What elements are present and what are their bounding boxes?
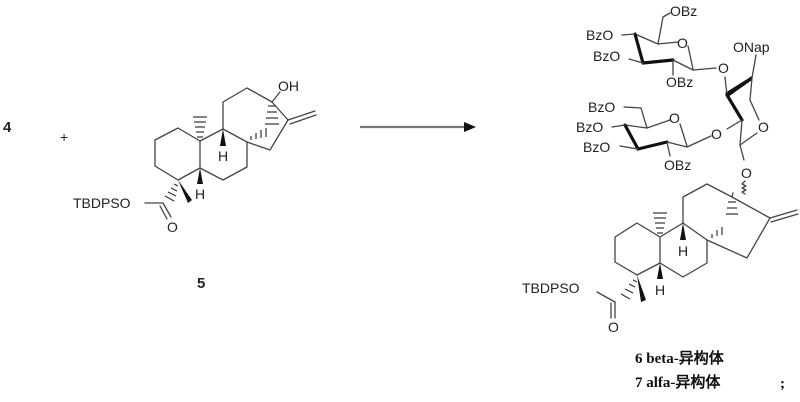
top-ring-o: O (677, 35, 688, 51)
bottom-glucose-ring: O O BzO BzO BzO OBz (576, 99, 722, 173)
bottom-c6-bzo: BzO (588, 99, 615, 115)
product-tbdpso: TBDPSO (522, 280, 580, 296)
h-c5-label: H (195, 186, 205, 202)
aglycone-skeleton: H H O TBDPSO (522, 183, 799, 335)
product-structure: OBz O BzO BzO OBz O ONap O O (522, 3, 799, 335)
product-carbonyl-o: O (608, 319, 619, 335)
top-c6-obz: OBz (670, 3, 697, 19)
bottom-c3-bzo: BzO (583, 139, 610, 155)
central-onap: ONap (733, 39, 770, 55)
isomer-7-text: alfa-异构体 (646, 373, 721, 391)
bridge-hash-bonds (250, 105, 279, 140)
top-glucose-ring: OBz O BzO BzO OBz O (586, 3, 729, 90)
product-h-c5: H (655, 282, 665, 298)
reaction-arrow (360, 122, 476, 132)
bottom-c4-bzo: BzO (576, 119, 603, 135)
isomer-6-label: 6 beta-异构体 (635, 349, 725, 367)
h-c9-label: H (218, 148, 228, 164)
central-ring-o: O (758, 119, 769, 135)
isomer-7-label: 7 alfa-异构体 (635, 373, 721, 391)
c10-methyl-hash (193, 116, 207, 138)
product-h-c9: H (678, 243, 688, 259)
compound-4-label: 4 (3, 119, 12, 136)
bottom-ring-o: O (669, 110, 680, 126)
carbonyl-oxygen-label: O (167, 219, 178, 235)
top-glyco-o: O (718, 60, 729, 76)
central-anomeric-o: O (741, 165, 752, 181)
isomer-7-number: 7 (635, 375, 643, 391)
c4-ester-hash (164, 183, 179, 202)
top-c3-bzo: BzO (593, 48, 620, 64)
bottom-glyco-o: O (711, 126, 722, 142)
bottom-c2-obz: OBz (664, 157, 691, 173)
plus-sign: + (60, 129, 68, 145)
isomer-labels: 6 beta-异构体 7 alfa-异构体 ; (635, 349, 785, 392)
tbdpso-label: TBDPSO (73, 195, 131, 211)
top-c4-bzo: BzO (586, 27, 613, 43)
central-sugar-ring: ONap O O (724, 39, 770, 195)
isomer-6-text: beta-异构体 (646, 349, 724, 367)
isomer-6-number: 6 (635, 351, 643, 367)
top-c2-obz: OBz (666, 74, 693, 90)
compound-5-label: 5 (197, 275, 205, 292)
hydroxyl-label: OH (278, 78, 299, 94)
terminator-semicolon: ; (780, 376, 785, 392)
compound-5-structure: OH H H (73, 78, 317, 235)
